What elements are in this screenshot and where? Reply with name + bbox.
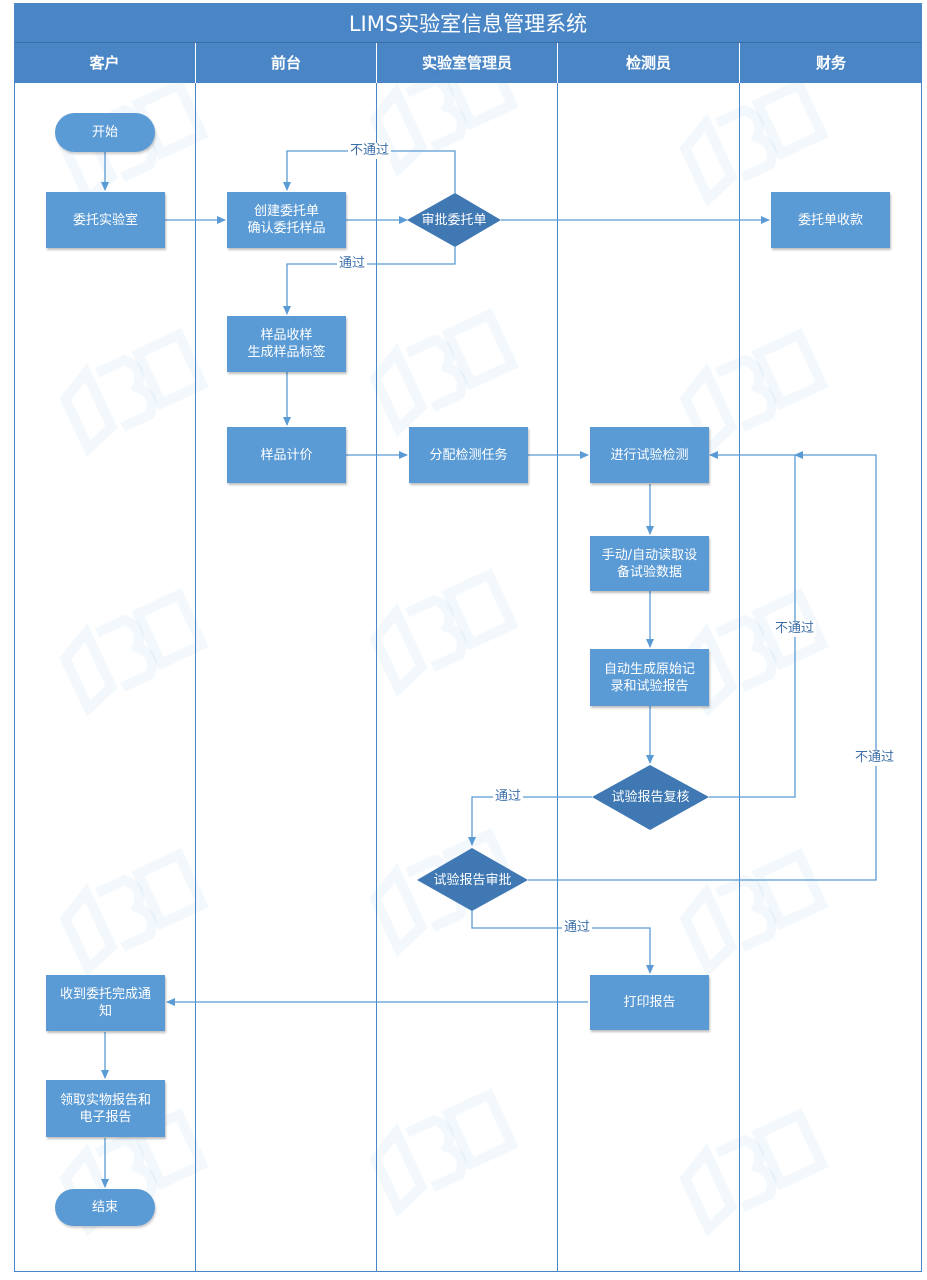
decision-review-report-label: 试验报告复核 xyxy=(611,789,690,805)
edge-approve-pass xyxy=(283,247,456,315)
lane-header-customer: 客户 xyxy=(14,43,196,83)
lane-header-tester: 检测员 xyxy=(558,43,740,83)
end-terminal: 结束 xyxy=(55,1189,155,1226)
node-create-order: 创建委托单 确认委托样品 xyxy=(227,192,346,248)
edge-approval-pass xyxy=(471,908,654,974)
watermark-logo xyxy=(59,588,209,718)
lane-customer xyxy=(14,83,196,1271)
edge-approval-reject-loop xyxy=(528,451,877,881)
watermark-logo xyxy=(59,848,209,978)
decision-approve-order-label: 审批委托单 xyxy=(421,212,487,228)
label-reject-review: 不通过 xyxy=(773,621,817,637)
node-notify: 收到委托完成通 知 xyxy=(46,975,165,1031)
node-sample-pricing: 样品计价 xyxy=(227,427,346,483)
diagram-title: LIMS实验室信息管理系统 xyxy=(14,3,922,43)
label-pass-order: 通过 xyxy=(337,256,368,272)
node-assign-task: 分配检测任务 xyxy=(409,427,528,483)
decision-review-report xyxy=(592,765,709,830)
node-sample-receive: 样品收样 生成样品标签 xyxy=(227,316,346,372)
decision-approve-report xyxy=(417,848,528,911)
decision-approve-report-label: 试验报告审批 xyxy=(433,872,512,888)
lane-header-finance: 财务 xyxy=(740,43,922,83)
lane-header-lab-admin: 实验室管理员 xyxy=(377,43,558,83)
lane-tester xyxy=(558,83,740,1271)
label-reject-approval: 不通过 xyxy=(853,750,897,766)
node-entrust-lab: 委托实验室 xyxy=(46,192,165,248)
node-print-report: 打印报告 xyxy=(590,975,709,1030)
lane-front-desk xyxy=(196,83,377,1271)
node-payment: 委托单收款 xyxy=(771,192,890,248)
lane-lab-admin xyxy=(377,83,558,1271)
node-collect-report: 领取实物报告和 电子报告 xyxy=(46,1080,165,1137)
node-gen-report: 自动生成原始记 录和试验报告 xyxy=(590,649,709,706)
watermark-logo xyxy=(679,78,829,208)
node-read-data: 手动/自动读取设 备试验数据 xyxy=(590,536,709,591)
edge-review-pass xyxy=(468,796,592,846)
watermark-logo xyxy=(369,1088,519,1218)
watermark-logo xyxy=(679,588,829,718)
label-pass-review: 通过 xyxy=(493,789,524,805)
label-reject-order: 不通过 xyxy=(348,143,392,159)
watermark-logo xyxy=(369,568,519,698)
node-run-test: 进行试验检测 xyxy=(590,427,709,483)
lane-header-front-desk: 前台 xyxy=(196,43,377,83)
start-terminal: 开始 xyxy=(55,113,155,152)
decision-approve-order xyxy=(407,193,501,247)
watermark-logo xyxy=(369,308,519,438)
watermark-logo xyxy=(679,1108,829,1238)
label-pass-approval: 通过 xyxy=(562,920,593,936)
watermark-logo xyxy=(59,328,209,458)
